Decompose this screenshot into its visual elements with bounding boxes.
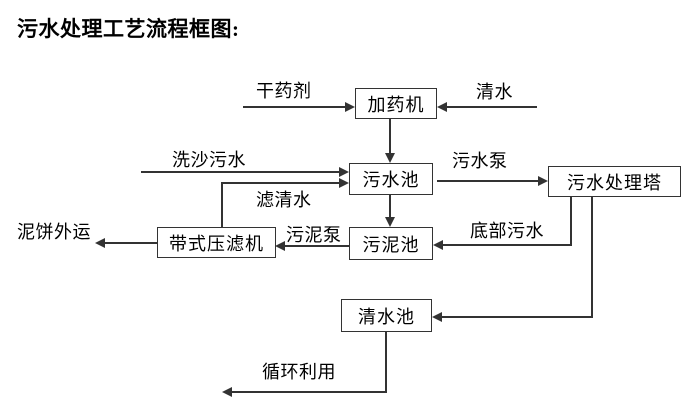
edge-clean-water-arrowhead-icon — [437, 102, 447, 112]
edge-dry-agent-line — [243, 106, 346, 108]
edge-sludge-pump-line — [285, 245, 349, 247]
edge-label-sludge-pump: 污泥泵 — [286, 225, 342, 245]
edge-label-filtered-water: 滤清水 — [256, 190, 312, 210]
page-title: 污水处理工艺流程框图: — [17, 17, 240, 41]
edge-tower-to-clean-line — [442, 316, 593, 318]
edge-label-mud-cake-out: 泥饼外运 — [17, 222, 91, 242]
edge-bottom-sewage-riser-line — [570, 197, 572, 246]
edge-dosing-to-sewage-arrowhead-icon — [385, 153, 395, 163]
edge-label-clean-water: 清水 — [476, 82, 513, 102]
node-belt-filter-press: 带式压滤机 — [157, 227, 276, 258]
edge-sewage-to-sludge-line — [389, 195, 391, 217]
edge-label-recycle: 循环利用 — [262, 362, 336, 382]
edge-mud-cake-line — [105, 242, 157, 244]
edge-recycle-arrowhead-icon — [222, 387, 232, 397]
edge-recycle-line — [232, 391, 387, 393]
node-clean-water-pool: 清水池 — [341, 299, 432, 332]
edge-filtered-water-line — [221, 182, 339, 184]
edge-sewage-to-sludge-arrowhead-icon — [385, 217, 395, 227]
edge-recycle-riser-line — [385, 332, 387, 393]
edge-label-dry-agent: 干药剂 — [256, 81, 312, 101]
edge-tower-to-clean-arrowhead-icon — [432, 312, 442, 322]
node-sewage-pool: 污水池 — [349, 163, 433, 195]
edge-dosing-to-sewage-line — [389, 119, 391, 154]
edge-label-sand-washing-sewage: 洗沙污水 — [172, 150, 246, 170]
edge-sewage-pump-arrowhead-icon — [538, 176, 548, 186]
node-dosing-machine: 加药机 — [355, 88, 437, 119]
node-sewage-treatment-tower: 污水处理塔 — [548, 166, 681, 197]
edge-sewage-pump-line — [437, 180, 538, 182]
edge-filtered-water-riser-line — [221, 183, 223, 227]
edge-filtered-water-arrowhead-icon — [339, 178, 349, 188]
edge-dry-agent-arrowhead-icon — [345, 102, 355, 112]
edge-label-sewage-pump: 污水泵 — [452, 151, 508, 171]
edge-mud-cake-arrowhead-icon — [95, 238, 105, 248]
edge-bottom-sewage-line — [443, 244, 571, 246]
edge-tower-to-clean-riser-line — [591, 197, 593, 318]
edge-sand-washing-line — [141, 171, 339, 173]
edge-label-bottom-sewage: 底部污水 — [470, 221, 544, 241]
edge-sand-washing-arrowhead-icon — [339, 167, 349, 177]
edge-bottom-sewage-arrowhead-icon — [433, 240, 443, 250]
node-sludge-pool: 污泥池 — [349, 227, 433, 260]
edge-clean-water-line — [447, 106, 537, 108]
edge-sludge-pump-arrowhead-icon — [275, 241, 285, 251]
